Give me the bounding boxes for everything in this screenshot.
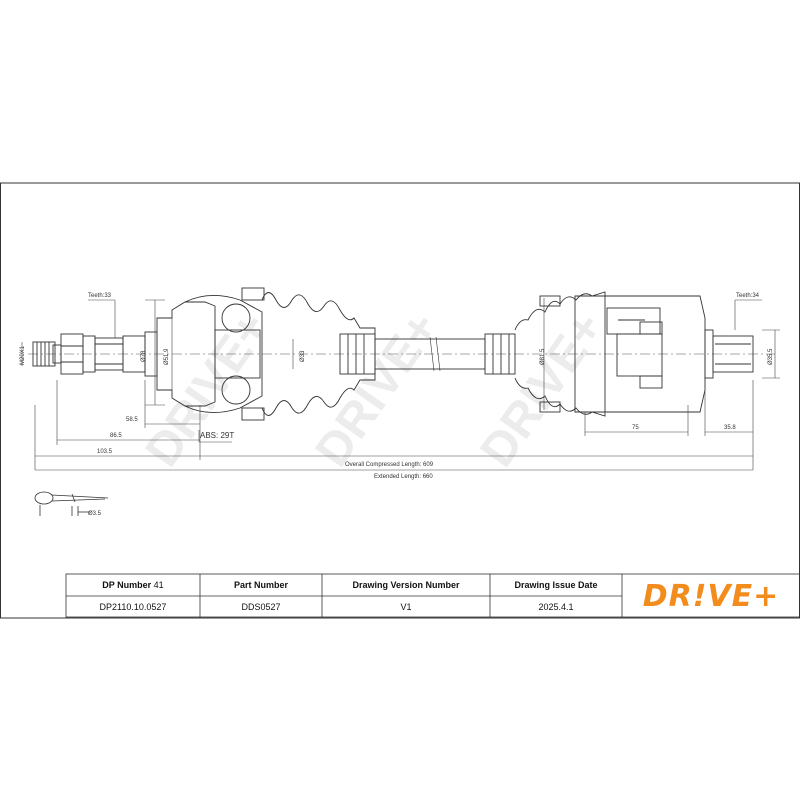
dimension-lines — [21, 298, 780, 471]
dia-78-label: Ø78 — [141, 350, 147, 362]
logo-text: DR!VE+ — [642, 578, 780, 614]
dia-33-label: Ø33 — [300, 350, 306, 362]
teeth-right-label: Teeth:34 — [736, 293, 760, 299]
version-header: Drawing Version Number — [352, 580, 460, 590]
issue-date-header: Drawing Issue Date — [514, 580, 598, 590]
version-value: V1 — [400, 601, 412, 612]
title-block-grid — [65, 573, 800, 618]
dp-number-header: DP Number 41 — [102, 580, 164, 590]
dim-865-label: 86.5 — [110, 433, 122, 439]
dim-358-label: 35.8 — [724, 425, 736, 431]
dia-355-label: Ø35.5 — [768, 348, 774, 365]
issue-date: 2025.4.1 — [538, 601, 574, 612]
cotter-pin — [34, 491, 109, 516]
title-block: DP Number 41 DP2110.10.0527 Part Number … — [66, 574, 800, 617]
drive-plus-logo: DR!VE+ — [622, 575, 800, 617]
teeth-left-label: Teeth:33 — [88, 293, 112, 299]
pin-dia-label: Ø3.5 — [88, 511, 102, 517]
part-number: DDS0527 — [241, 601, 281, 612]
dia-519-label: Ø51.9 — [164, 348, 170, 365]
abs-label: ABS: 29T — [200, 431, 234, 440]
extended-length-label: Extended Length: 660 — [374, 474, 433, 480]
dim-585-label: 58.5 — [126, 417, 138, 423]
dim-1035-label: 103.5 — [97, 449, 113, 455]
svg-text:DRIVE+: DRIVE+ — [306, 303, 450, 477]
dia-815-label: Ø81.5 — [540, 348, 546, 365]
dp-code: DP2110.10.0527 — [99, 601, 167, 612]
overall-length-label: Overall Compressed Length: 609 — [345, 462, 434, 468]
part-number-header: Part Number — [233, 580, 288, 590]
svg-text:DRIVE+: DRIVE+ — [471, 303, 615, 477]
dim-75-label: 75 — [632, 425, 639, 431]
thread-label: M20X1 — [20, 345, 26, 365]
